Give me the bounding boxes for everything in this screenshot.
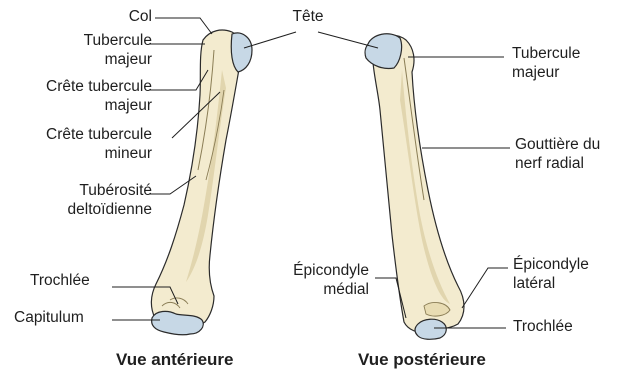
posterior-humerus bbox=[365, 34, 464, 340]
label-tuberosite-1: Tubérosité bbox=[79, 182, 152, 200]
label-epicondyle-medial-1: Épicondyle bbox=[293, 262, 369, 280]
label-crete-majeur-2: majeur bbox=[105, 97, 152, 115]
leader-epicondyle-lateral bbox=[462, 268, 508, 308]
label-capitulum: Capitulum bbox=[14, 309, 84, 327]
label-crete-mineur-2: mineur bbox=[105, 145, 152, 163]
posterior-head bbox=[365, 34, 402, 69]
label-tuberosite-2: deltoïdienne bbox=[68, 201, 152, 219]
leader-tete-left bbox=[244, 32, 296, 48]
label-trochlee-post: Trochlée bbox=[513, 318, 573, 336]
posterior-humerus-shaft bbox=[372, 35, 464, 332]
label-crete-mineur-1: Crête tubercule bbox=[46, 126, 152, 144]
label-epicondyle-lateral-1: Épicondyle bbox=[513, 256, 589, 274]
leader-tete-right bbox=[318, 32, 378, 48]
label-epicondyle-lateral-2: latéral bbox=[513, 275, 555, 293]
label-gouttiere-2: nerf radial bbox=[515, 155, 584, 173]
label-tubercule-majeur-post-2: majeur bbox=[512, 64, 559, 82]
anterior-humerus bbox=[151, 30, 252, 335]
leader-col bbox=[155, 18, 212, 34]
caption-posterior: Vue postérieure bbox=[358, 350, 486, 370]
label-tubercule-majeur-ant-2: majeur bbox=[105, 51, 152, 69]
caption-anterior: Vue antérieure bbox=[116, 350, 233, 370]
label-col: Col bbox=[129, 8, 152, 26]
leader-crete-majeur bbox=[150, 70, 208, 90]
label-tubercule-majeur-ant-1: Tubercule bbox=[84, 32, 152, 50]
anterior-head bbox=[231, 33, 252, 72]
label-gouttiere-1: Gouttière du bbox=[515, 136, 600, 154]
label-trochlee-ant: Trochlée bbox=[30, 272, 90, 290]
posterior-trochlea bbox=[415, 319, 446, 339]
label-crete-majeur-1: Crête tubercule bbox=[46, 78, 152, 96]
label-epicondyle-medial-2: médial bbox=[323, 281, 369, 299]
label-tubercule-majeur-post-1: Tubercule bbox=[512, 45, 580, 63]
anterior-humerus-shaft bbox=[151, 30, 242, 326]
label-tete: Tête bbox=[286, 8, 330, 26]
